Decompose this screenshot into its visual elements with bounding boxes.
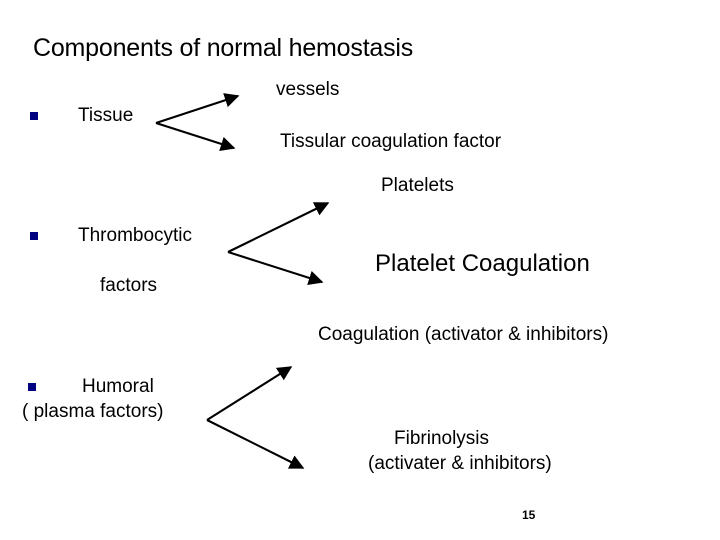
arrow-group-tissue: [155, 93, 240, 151]
label-tissular-coagulation-factor: Tissular coagulation factor: [280, 131, 502, 152]
label-tissue: Tissue: [78, 105, 134, 126]
page-number: 15: [522, 508, 536, 522]
label-thrombocytic: Thrombocytic: [78, 225, 193, 246]
label-humoral: Humoral: [82, 376, 154, 397]
arrow-group-thrombocytic: [227, 202, 330, 285]
square-bullet-icon-thrombocytic: [30, 232, 38, 240]
label-plasma-factors: ( plasma factors): [22, 401, 164, 422]
label-platelets: Platelets: [381, 175, 454, 196]
label-fibrinolysis-activater-inhibitors: (activater & inhibitors): [368, 453, 552, 474]
arrow-humoral-to-coagulation: [206, 366, 293, 421]
arrow-humoral-to-fibrinolysis: [206, 419, 305, 469]
label-coagulation-activator-inhibitors: Coagulation (activator & inhibitors): [318, 324, 609, 345]
arrow-tissue-to-vessels: [155, 93, 240, 124]
square-bullet-icon-humoral: [28, 383, 36, 391]
arrow-thrombocytic-to-platelet-coagulation: [227, 250, 324, 285]
label-thrombocytic-factors: factors: [100, 275, 158, 296]
arrow-group-humoral: [206, 366, 305, 469]
label-fibrinolysis: Fibrinolysis: [394, 428, 490, 449]
page-title: Components of normal hemostasis: [33, 34, 414, 62]
label-platelet-coagulation: Platelet Coagulation: [375, 250, 590, 277]
arrow-thrombocytic-to-platelets: [227, 202, 330, 253]
square-bullet-icon-tissue: [30, 112, 38, 120]
label-vessels: vessels: [276, 79, 340, 100]
arrow-tissue-to-tissular-factor: [155, 122, 236, 151]
